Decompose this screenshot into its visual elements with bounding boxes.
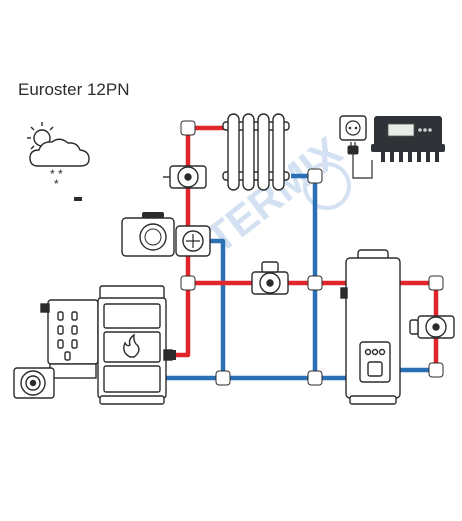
page-title: Euroster 12PN	[18, 80, 130, 99]
radiator	[222, 113, 290, 191]
valve-actuator	[121, 212, 175, 257]
power-plug	[347, 142, 373, 179]
outdoor-sensor	[74, 197, 82, 201]
boiler-sensor	[170, 350, 176, 360]
pellet-boiler	[13, 285, 173, 405]
elbow-fitting	[428, 362, 444, 378]
weather-icon: * * *	[27, 122, 90, 191]
boiler-bottom-flange	[99, 395, 165, 405]
elbow-fitting	[428, 275, 444, 291]
snowflakes-icon: * *	[50, 167, 63, 181]
controller-terminals	[381, 152, 439, 162]
tee-fitting	[307, 275, 323, 291]
pellet-hopper	[40, 299, 99, 379]
tank-charge-pump	[251, 261, 289, 295]
svg-text:*: *	[54, 177, 59, 191]
tank-bottom-cap	[349, 395, 397, 405]
boiler-upper-door	[103, 303, 161, 329]
burner-fan-icon	[13, 367, 55, 399]
tee-fitting	[307, 370, 323, 386]
sun-icon	[27, 122, 54, 150]
watermark-ring	[303, 162, 351, 210]
controller-display	[387, 123, 415, 137]
tee-fitting	[215, 370, 231, 386]
pipe-fittings	[180, 120, 444, 386]
tank-coil-pump	[409, 315, 455, 339]
tank-sensor-port	[340, 287, 348, 299]
radiator-circuit-pump	[163, 165, 207, 189]
flame-icon	[123, 333, 140, 358]
elbow-fitting	[180, 120, 196, 136]
hot-water-tank	[340, 249, 401, 405]
boiler-ash-door	[103, 365, 161, 393]
mixing-bypass-pipe	[210, 238, 226, 378]
elbow-fitting	[307, 168, 323, 184]
mixing-valve	[175, 225, 211, 257]
tee-fitting	[180, 275, 196, 291]
euroster-12pn-controller	[371, 116, 445, 162]
power-socket	[339, 115, 367, 141]
cloud-icon	[29, 138, 90, 167]
